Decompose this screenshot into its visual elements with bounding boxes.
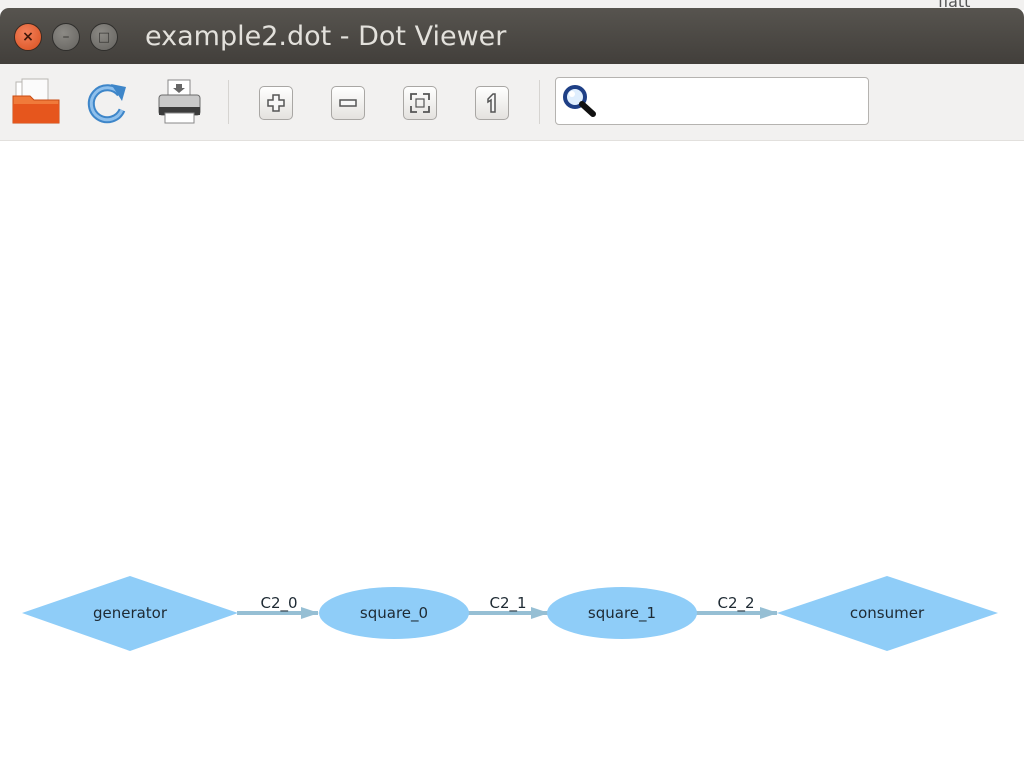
- search-icon: [560, 83, 598, 123]
- graph-nodes: generator square_0 square_1 consumer: [22, 576, 998, 651]
- minimize-window-button[interactable]: –: [52, 23, 80, 51]
- edge-label-c2-1: C2_1: [489, 594, 526, 613]
- node-square-1-label: square_1: [588, 604, 656, 623]
- printer-icon: [158, 79, 201, 124]
- close-icon: ×: [22, 29, 34, 45]
- node-square-0[interactable]: square_0: [319, 587, 469, 639]
- window-title: example2.dot - Dot Viewer: [145, 21, 507, 52]
- reload-button[interactable]: [84, 80, 130, 126]
- zoom-out-icon: [339, 99, 357, 107]
- print-button[interactable]: [155, 78, 205, 126]
- node-consumer-shape: [777, 576, 998, 651]
- toolbar: [0, 64, 1024, 141]
- search-field[interactable]: [555, 77, 869, 125]
- zoom-in-button[interactable]: [259, 86, 293, 120]
- graph-edge-labels: C2_0 C2_1 C2_2: [260, 594, 754, 613]
- graph-drawing: C2_0 C2_1 C2_2 generator square_0 square…: [22, 576, 998, 651]
- zoom-original-button[interactable]: [475, 86, 509, 120]
- minimize-icon: –: [62, 29, 70, 45]
- toolbar-separator: [539, 80, 540, 124]
- desktop-peek-text: flatt: [938, 0, 971, 10]
- refresh-icon: [87, 84, 126, 124]
- close-window-button[interactable]: ×: [14, 23, 42, 51]
- node-consumer-label: consumer: [850, 604, 925, 622]
- maximize-window-button[interactable]: □: [90, 23, 118, 51]
- zoom-fit-icon: [410, 93, 430, 113]
- edge-label-c2-0: C2_0: [260, 594, 297, 613]
- node-square-0-shape: [319, 587, 469, 639]
- node-generator[interactable]: generator: [22, 576, 238, 651]
- search-input[interactable]: [600, 86, 864, 118]
- open-button[interactable]: [10, 78, 62, 126]
- open-folder-icon: [12, 78, 60, 124]
- desktop-background: flatt: [0, 0, 1024, 10]
- node-consumer[interactable]: consumer: [777, 576, 998, 651]
- node-generator-shape: [22, 576, 238, 651]
- node-square-0-label: square_0: [360, 604, 428, 623]
- graph-canvas[interactable]: C2_0 C2_1 C2_2 generator square_0 square…: [0, 141, 1024, 770]
- node-square-1-shape: [547, 587, 697, 639]
- zoom-original-icon: [487, 93, 496, 113]
- toolbar-separator: [228, 80, 229, 124]
- title-bar[interactable]: × – □ example2.dot - Dot Viewer: [0, 8, 1024, 64]
- node-generator-label: generator: [93, 604, 168, 622]
- zoom-in-icon: [267, 94, 285, 112]
- node-square-1[interactable]: square_1: [547, 587, 697, 639]
- maximize-icon: □: [97, 29, 111, 45]
- zoom-fit-button[interactable]: [403, 86, 437, 120]
- edge-label-c2-2: C2_2: [717, 594, 754, 613]
- zoom-out-button[interactable]: [331, 86, 365, 120]
